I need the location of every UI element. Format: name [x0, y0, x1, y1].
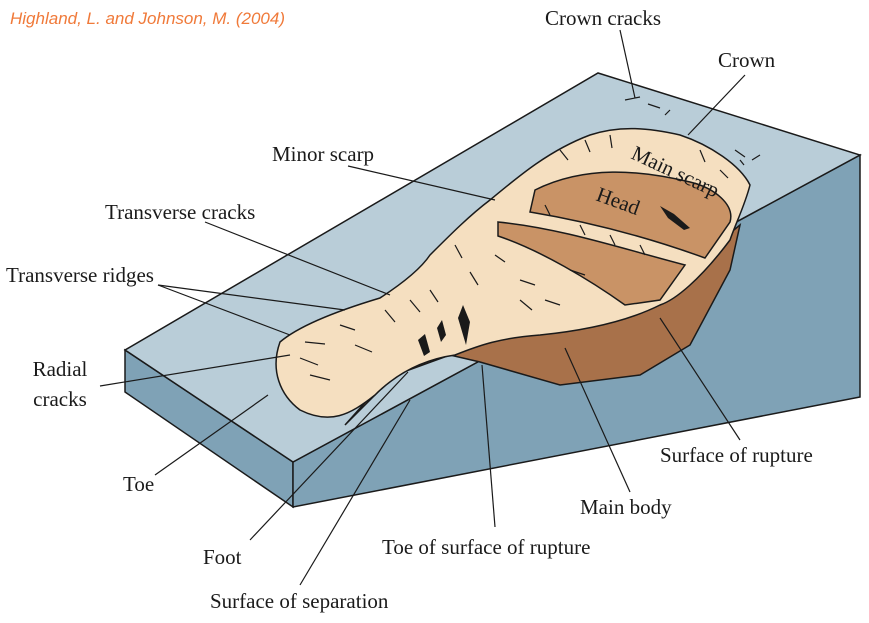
credit-citation: Highland, L. and Johnson, M. (2004): [10, 9, 286, 28]
leader-transverse-cracks: [204, 221, 391, 296]
leader-foot: [249, 371, 409, 541]
head-block-upper: [529, 171, 732, 259]
leader-radial-cracks: [99, 354, 291, 387]
fissure-left-3: [418, 334, 430, 356]
fissure-left-1: [458, 305, 470, 345]
leader-transverse-ridges-1: [157, 284, 346, 311]
leader-toe: [154, 394, 269, 476]
main-body-label: Main body: [580, 495, 672, 519]
fissure-left-2: [437, 320, 446, 342]
foot-label: Foot: [203, 545, 242, 569]
fissure-head: [660, 206, 690, 230]
crown-cracks-label: Crown cracks: [545, 6, 662, 30]
leader-toe-of-rupture: [481, 364, 496, 528]
radial-cracks-line-2: cracks: [33, 387, 87, 411]
crown-label: Crown: [718, 48, 776, 72]
surface-of-separation-label: Surface of separation: [210, 589, 389, 613]
leader-minor-scarp: [347, 165, 496, 201]
transverse-ridges-label: Transverse ridges: [6, 263, 154, 287]
surface-of-rupture-label: Surface of rupture: [660, 443, 813, 467]
head-block-lower: [497, 221, 687, 306]
radial-cracks-line-1: Radial: [32, 357, 88, 381]
leader-lines: [99, 29, 746, 586]
leader-surface-of-rupture: [659, 317, 741, 441]
leader-surface-of-separation: [299, 399, 411, 586]
leader-crown: [687, 74, 746, 136]
leader-main-body: [564, 347, 631, 493]
leader-crown-cracks: [619, 29, 636, 99]
transverse-cracks-label: Transverse cracks: [105, 200, 256, 224]
leader-transverse-ridges-2: [157, 284, 291, 336]
radial-cracks-label: Radial cracks: [20, 357, 100, 411]
minor-scarp-label: Minor scarp: [272, 142, 375, 166]
crack-marks: [299, 96, 761, 381]
toe-label: Toe: [123, 472, 155, 496]
toe-of-surface-of-rupture-label: Toe of surface of rupture: [382, 535, 591, 559]
